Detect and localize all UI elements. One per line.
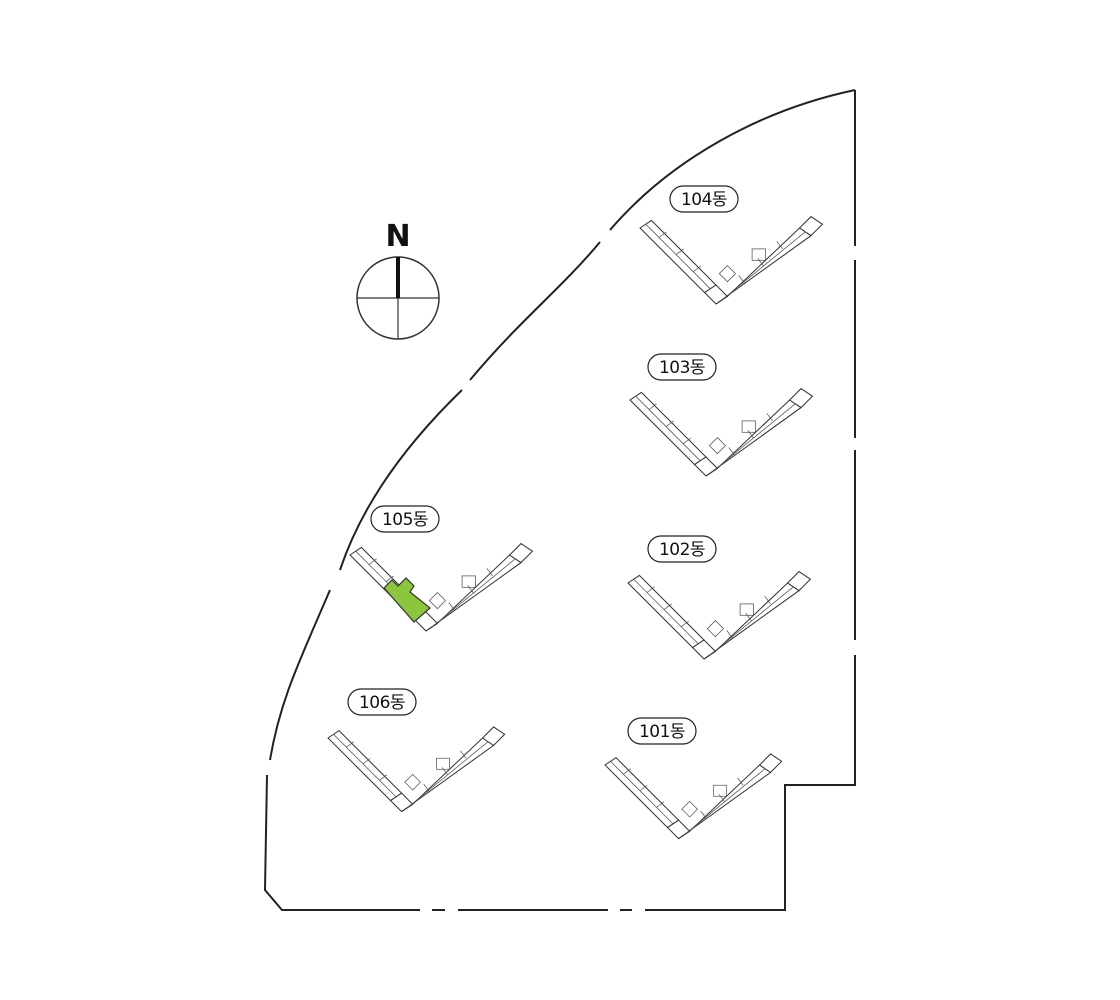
building-label-pill: [647, 353, 717, 381]
building-104[interactable]: 104동: [639, 185, 823, 305]
north-compass: N: [356, 219, 440, 340]
building-103[interactable]: 103동: [629, 353, 813, 477]
building-label-pill: [370, 505, 440, 533]
building-label: 104동: [681, 190, 727, 210]
building-105[interactable]: 105동: [349, 505, 533, 632]
building-label: 105동: [382, 510, 428, 530]
building-label-pill: [627, 717, 697, 745]
highlighted-unit[interactable]: [383, 577, 431, 623]
building-101[interactable]: 101동: [604, 717, 783, 840]
building-label: 102동: [659, 540, 705, 560]
building-label: 103동: [659, 358, 705, 378]
north-label: N: [385, 219, 410, 254]
building-label-pill: [647, 535, 717, 563]
site-boundary: [263, 89, 856, 911]
building-label-pill: [347, 688, 417, 716]
building-label-pill: [669, 185, 739, 213]
building-102[interactable]: 102동: [627, 535, 811, 660]
building-106[interactable]: 106동: [327, 688, 506, 813]
building-label: 101동: [639, 722, 685, 742]
building-label: 106동: [359, 693, 405, 713]
